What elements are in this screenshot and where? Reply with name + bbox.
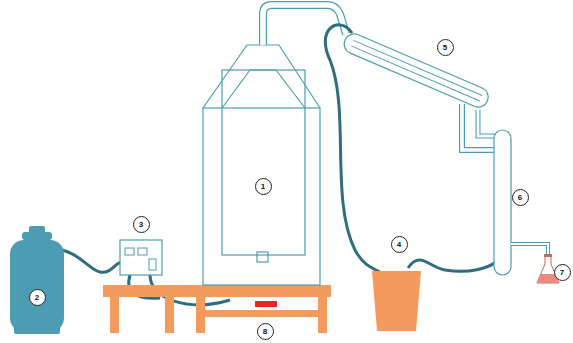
burner	[255, 301, 277, 307]
table	[103, 285, 331, 333]
callout-number: 3	[133, 216, 150, 233]
callout-number: 7	[554, 264, 571, 281]
callout-number: 6	[512, 189, 529, 206]
cooling-column	[494, 130, 511, 275]
water-bucket	[372, 271, 421, 331]
still-vessel	[203, 45, 320, 285]
callout-number: 4	[391, 236, 408, 253]
gas-cylinder	[10, 226, 64, 334]
control-box	[120, 240, 162, 275]
callout-number: 2	[29, 289, 46, 306]
condenser	[341, 31, 491, 110]
callout-number: 8	[257, 323, 274, 340]
callout-number: 1	[255, 178, 272, 195]
callout-number: 5	[437, 39, 454, 56]
cooling-hose	[408, 260, 496, 271]
